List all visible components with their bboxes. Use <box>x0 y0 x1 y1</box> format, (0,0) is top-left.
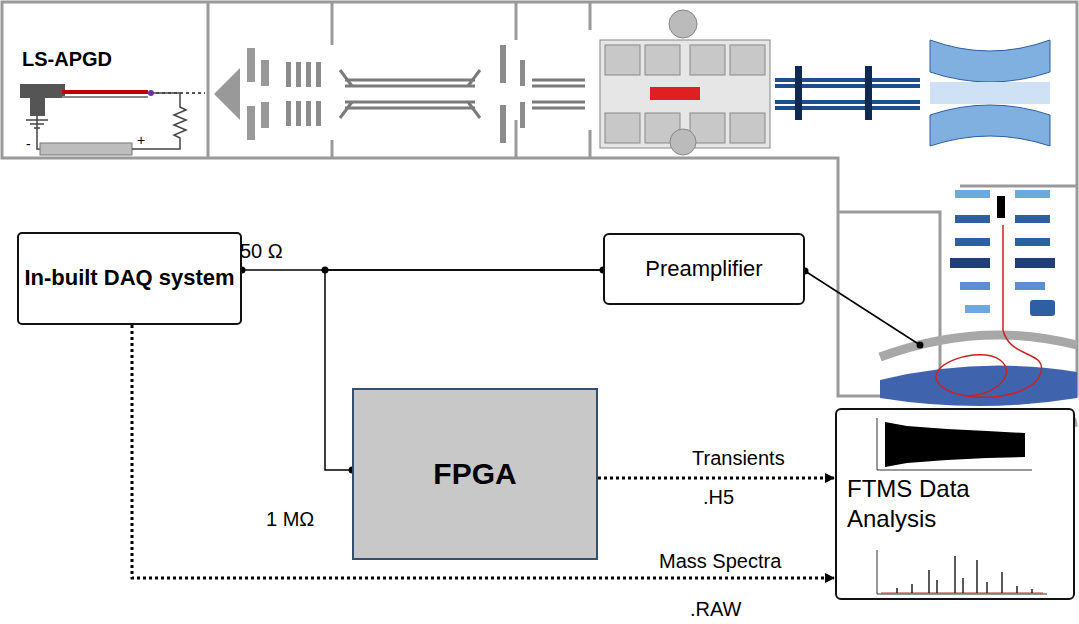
lens-stack <box>286 62 321 126</box>
injection-optics <box>965 305 990 313</box>
ion-trap-block <box>650 87 700 100</box>
sampling-cone <box>247 48 255 82</box>
ion-source <box>20 84 65 98</box>
injection-optics <box>1030 300 1055 316</box>
plot-axis <box>877 418 1032 470</box>
instrument-housing <box>2 2 1077 396</box>
sampling-cone <box>247 106 255 140</box>
second-multipole <box>532 80 585 108</box>
file-format: .RAW <box>690 598 741 621</box>
lens-stack <box>286 62 291 87</box>
transient-plot <box>885 422 1025 467</box>
lens-stack <box>286 101 291 126</box>
injection-optics <box>1015 258 1055 268</box>
injection-optics <box>950 258 990 268</box>
node-text: FTMS Data Analysis <box>847 474 1017 534</box>
lens-stack <box>316 101 321 126</box>
multipole <box>340 70 480 118</box>
spectrum-peaks <box>897 556 1032 593</box>
polarity-sign: + <box>137 132 145 148</box>
lens-plates <box>500 45 525 143</box>
orbitrap <box>936 225 1042 397</box>
multipole <box>340 70 480 118</box>
sampling-cone <box>261 102 269 128</box>
ion-source <box>40 143 132 155</box>
spectrum-baseline <box>881 593 1043 594</box>
edge-label: Transients <box>692 447 785 470</box>
injection-optics <box>1015 215 1050 223</box>
lens-plates <box>500 45 506 83</box>
data-flow-arrow <box>598 477 834 480</box>
lens-stack <box>316 62 321 87</box>
multipole <box>345 80 475 108</box>
node-text: FPGA <box>433 457 516 491</box>
lens-plates <box>520 102 525 128</box>
instrument-housing <box>208 2 1077 396</box>
ion-trap-block <box>600 10 770 155</box>
transfer-optics <box>795 66 802 120</box>
ion-trap-block <box>645 45 680 75</box>
sampling-cone <box>214 48 269 140</box>
node-text: Preamplifier <box>645 256 762 282</box>
ion-source <box>62 96 148 98</box>
injection-optics <box>1015 282 1045 290</box>
polarity-sign: - <box>26 136 31 152</box>
instrument-housing <box>2 2 1077 396</box>
injection-optics <box>997 196 1005 218</box>
injection-optics <box>955 190 990 198</box>
node-text: In-built DAQ system <box>24 264 234 293</box>
ion-source <box>30 98 45 116</box>
signal-wire <box>802 268 924 349</box>
edge-label: Mass Spectra <box>659 550 781 573</box>
ion-trap-block <box>690 45 725 75</box>
ion-source <box>148 90 154 96</box>
orbitrap <box>880 225 1077 429</box>
data-flow-arrow <box>132 325 834 578</box>
c-trap <box>930 40 1050 82</box>
second-multipole <box>532 80 585 108</box>
ion-trap-block <box>669 10 697 38</box>
instrument-label: LS-APGD <box>22 48 112 71</box>
injection-optics <box>955 215 990 223</box>
impedance-label: 50 Ω <box>240 240 283 263</box>
lens-stack <box>296 62 301 87</box>
signal-wire <box>805 271 920 345</box>
transfer-optics <box>775 66 920 120</box>
file-format: .H5 <box>703 486 734 509</box>
ion-source <box>132 93 186 149</box>
signal-wire <box>917 342 924 349</box>
injection-optics <box>955 238 990 246</box>
injection-optics <box>1015 238 1050 246</box>
lens-plates <box>500 105 506 143</box>
ion-trap-block <box>730 45 765 75</box>
sampling-cone <box>214 68 240 120</box>
transfer-optics <box>865 66 872 120</box>
plot-axis <box>877 550 1047 594</box>
preamplifier-box: Preamplifier <box>603 233 805 305</box>
injection-optics <box>1015 190 1050 198</box>
daq-box: In-built DAQ system <box>17 232 242 325</box>
sampling-cone <box>261 60 269 86</box>
lens-stack <box>306 62 311 87</box>
c-trap <box>930 40 1050 146</box>
ion-trap-block <box>605 45 640 75</box>
ion-source <box>62 90 148 94</box>
orbitrap <box>880 366 1077 406</box>
lens-stack <box>306 101 311 126</box>
c-trap <box>930 82 1050 104</box>
ion-trap-block <box>605 113 640 143</box>
lens-stack <box>296 101 301 126</box>
fpga-box: FPGA <box>352 388 598 560</box>
injection-optics <box>960 282 990 290</box>
ion-trap-block <box>730 113 765 143</box>
ion-trap-block <box>670 129 696 155</box>
ion-source <box>20 84 205 155</box>
analysis-box: FTMS Data Analysis <box>835 408 1075 600</box>
c-trap <box>930 105 1050 146</box>
lens-plates <box>520 60 525 86</box>
impedance-label: 1 MΩ <box>266 508 314 531</box>
